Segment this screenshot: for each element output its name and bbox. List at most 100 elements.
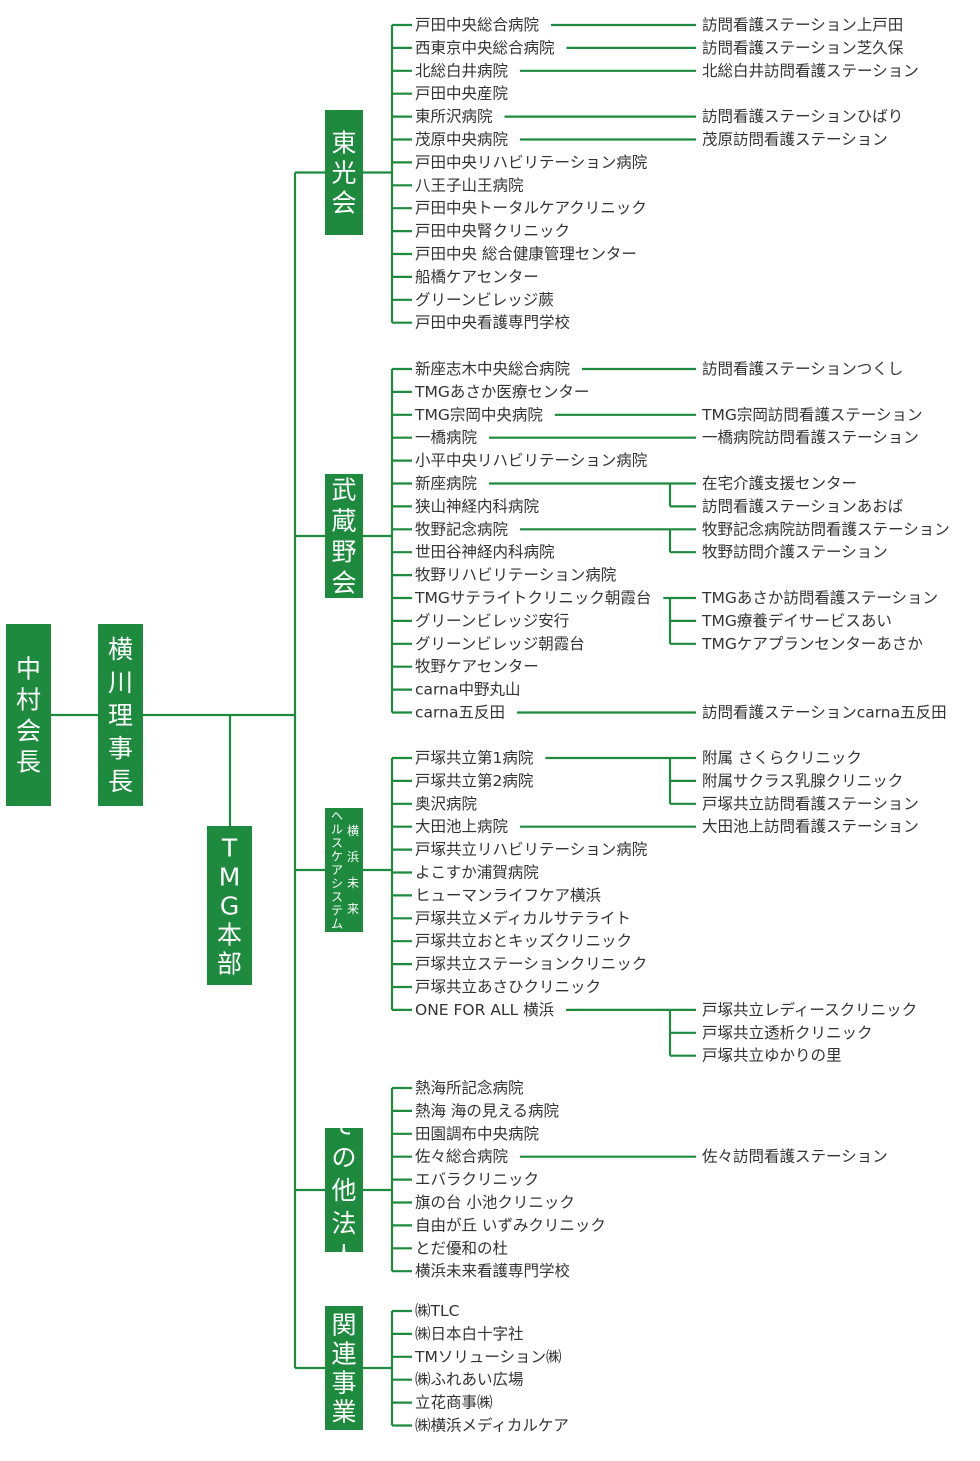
sub-label: 訪問看護ステーション芝久保 (702, 39, 904, 57)
member-label: グリーンビレッジ安行 (415, 612, 569, 630)
sub-label: 訪問看護ステーションひばり (702, 108, 903, 126)
group-box (325, 474, 363, 598)
sub-label: TMGケアプランセンターあさか (701, 635, 923, 653)
sub-label: 在宅介護支援センター (702, 475, 857, 493)
member-label: 戸田中央総合病院 (415, 15, 539, 34)
member-label: 戸塚共立あさひクリニック (415, 978, 601, 996)
group-label: 関連事業 (331, 1310, 356, 1426)
group-box (325, 1128, 363, 1252)
sub-label: 訪問看護ステーションつくし (702, 360, 903, 378)
member-label: carna五反田 (415, 704, 505, 722)
member-label: 船橋ケアセンター (415, 268, 539, 286)
member-label: ㈱TLC (415, 1302, 459, 1320)
member-label: とだ優和の杜 (415, 1239, 508, 1257)
member-label: 戸塚共立リハビリテーション病院 (415, 840, 647, 859)
member-label: 牧野ケアセンター (415, 658, 539, 676)
member-label: TMG宗岡中央病院 (414, 405, 543, 424)
member-label: よこすか浦賀病院 (415, 863, 539, 882)
member-label: 戸塚共立おとキッズクリニック (415, 932, 632, 950)
sub-label: TMG療養デイサービスあい (701, 611, 892, 630)
member-label: 戸田中央リハビリテーション病院 (415, 152, 647, 171)
member-label: 新座志木中央総合病院 (415, 359, 570, 378)
member-label: 東所沢病院 (415, 107, 493, 126)
member-label: 大田池上病院 (415, 817, 508, 836)
member-label: 横浜未来看護専門学校 (415, 1262, 570, 1280)
member-label: ヒューマンライフケア横浜 (415, 886, 601, 904)
member-label: 佐々総合病院 (415, 1147, 508, 1166)
member-label: 一橋病院 (415, 428, 477, 447)
member-label: TMソリューション㈱ (414, 1348, 562, 1366)
member-label: 熱海所記念病院 (415, 1078, 524, 1097)
member-label: ㈱ふれあい広場 (415, 1371, 524, 1389)
director-box (98, 624, 143, 806)
member-label: 熱海 海の見える病院 (415, 1101, 559, 1120)
sub-label: 附属サクラス乳腺クリニック (702, 772, 903, 790)
group-label: 横浜未来 (347, 824, 359, 916)
member-label: TMGあさか医療センター (414, 383, 589, 401)
sub-label: 北総白井訪問看護ステーション (702, 62, 919, 80)
member-label: 牧野記念病院 (415, 519, 508, 538)
member-label: 自由が丘 いずみクリニック (415, 1216, 606, 1234)
chairman-label: 中村会長 (16, 654, 41, 776)
sub-label: 大田池上訪問看護ステーション (702, 818, 919, 836)
sub-label: 訪問看護ステーションあおば (702, 497, 904, 515)
member-label: 牧野リハビリテーション病院 (415, 565, 616, 584)
member-label: 旗の台 小池クリニック (415, 1194, 575, 1212)
member-label: ㈱日本白十字社 (415, 1325, 524, 1343)
sub-label: TMG宗岡訪問看護ステーション (701, 406, 923, 424)
group-label: その他法人 (331, 1110, 356, 1271)
sub-label: 牧野訪問介護ステーション (702, 543, 888, 561)
chairman-box (6, 624, 51, 806)
member-label: ONE FOR ALL 横浜 (415, 1001, 554, 1019)
member-label: 茂原中央病院 (415, 130, 508, 149)
member-label: 狭山神経内科病院 (415, 496, 539, 515)
sub-label: 訪問看護ステーションcarna五反田 (702, 704, 947, 722)
group-label: 東光会 (331, 128, 356, 217)
member-label: ㈱横浜メディカルケア (415, 1416, 569, 1435)
sub-label: 茂原訪問看護ステーション (702, 131, 888, 149)
member-label: 戸田中央看護専門学校 (415, 314, 570, 332)
member-label: エバラクリニック (415, 1171, 539, 1189)
sub-label: 附属 さくらクリニック (702, 749, 862, 767)
sub-label: 牧野記念病院訪問看護ステーション (702, 519, 950, 538)
member-label: 戸塚共立メディカルサテライト (415, 908, 631, 927)
member-label: 戸塚共立第2病院 (415, 771, 533, 790)
member-label: 戸田中央腎クリニック (415, 222, 570, 240)
member-label: 田園調布中央病院 (415, 1124, 539, 1143)
group-box (325, 1306, 363, 1430)
member-label: 戸田中央 総合健康管理センター (415, 245, 637, 263)
member-label: 奥沢病院 (415, 794, 477, 813)
sub-label: 戸塚共立訪問看護ステーション (702, 795, 919, 813)
sub-label: 訪問看護ステーション上戸田 (702, 16, 903, 34)
sub-label: 佐々訪問看護ステーション (702, 1148, 888, 1166)
hq-box (207, 826, 252, 985)
member-label: 戸塚共立ステーションクリニック (415, 955, 647, 973)
group-box (325, 110, 363, 235)
sub-label: 戸塚共立レディースクリニック (702, 1000, 917, 1019)
member-label: 北総白井病院 (415, 61, 508, 80)
member-label: グリーンビレッジ朝霞台 (415, 635, 585, 653)
group-label: ヘルスケアシステム (331, 809, 343, 931)
member-label: carna中野丸山 (415, 681, 520, 699)
member-label: 八王子山王病院 (415, 175, 524, 194)
member-label: 小平中央リハビリテーション病院 (415, 451, 647, 470)
member-label: 西東京中央総合病院 (415, 38, 555, 57)
member-label: 立花商事㈱ (415, 1394, 493, 1412)
member-label: TMGサテライトクリニック朝霞台 (414, 589, 651, 607)
member-label: 戸田中央トータルケアクリニック (415, 199, 647, 217)
member-label: 戸田中央産院 (415, 84, 508, 103)
member-label: 新座病院 (415, 474, 477, 493)
member-label: グリーンビレッジ蕨 (415, 291, 554, 309)
director-label: 横川理事長 (108, 635, 133, 796)
group-label: 武蔵野会 (331, 475, 356, 597)
sub-label: 一橋病院訪問看護ステーション (702, 428, 919, 447)
sub-label: 戸塚共立透析クリニック (702, 1024, 873, 1042)
member-label: 戸塚共立第1病院 (415, 748, 533, 767)
sub-label: TMGあさか訪問看護ステーション (701, 589, 938, 607)
group-box (325, 808, 363, 932)
member-label: 世田谷神経内科病院 (415, 542, 555, 561)
sub-label: 戸塚共立ゆかりの里 (702, 1047, 842, 1065)
